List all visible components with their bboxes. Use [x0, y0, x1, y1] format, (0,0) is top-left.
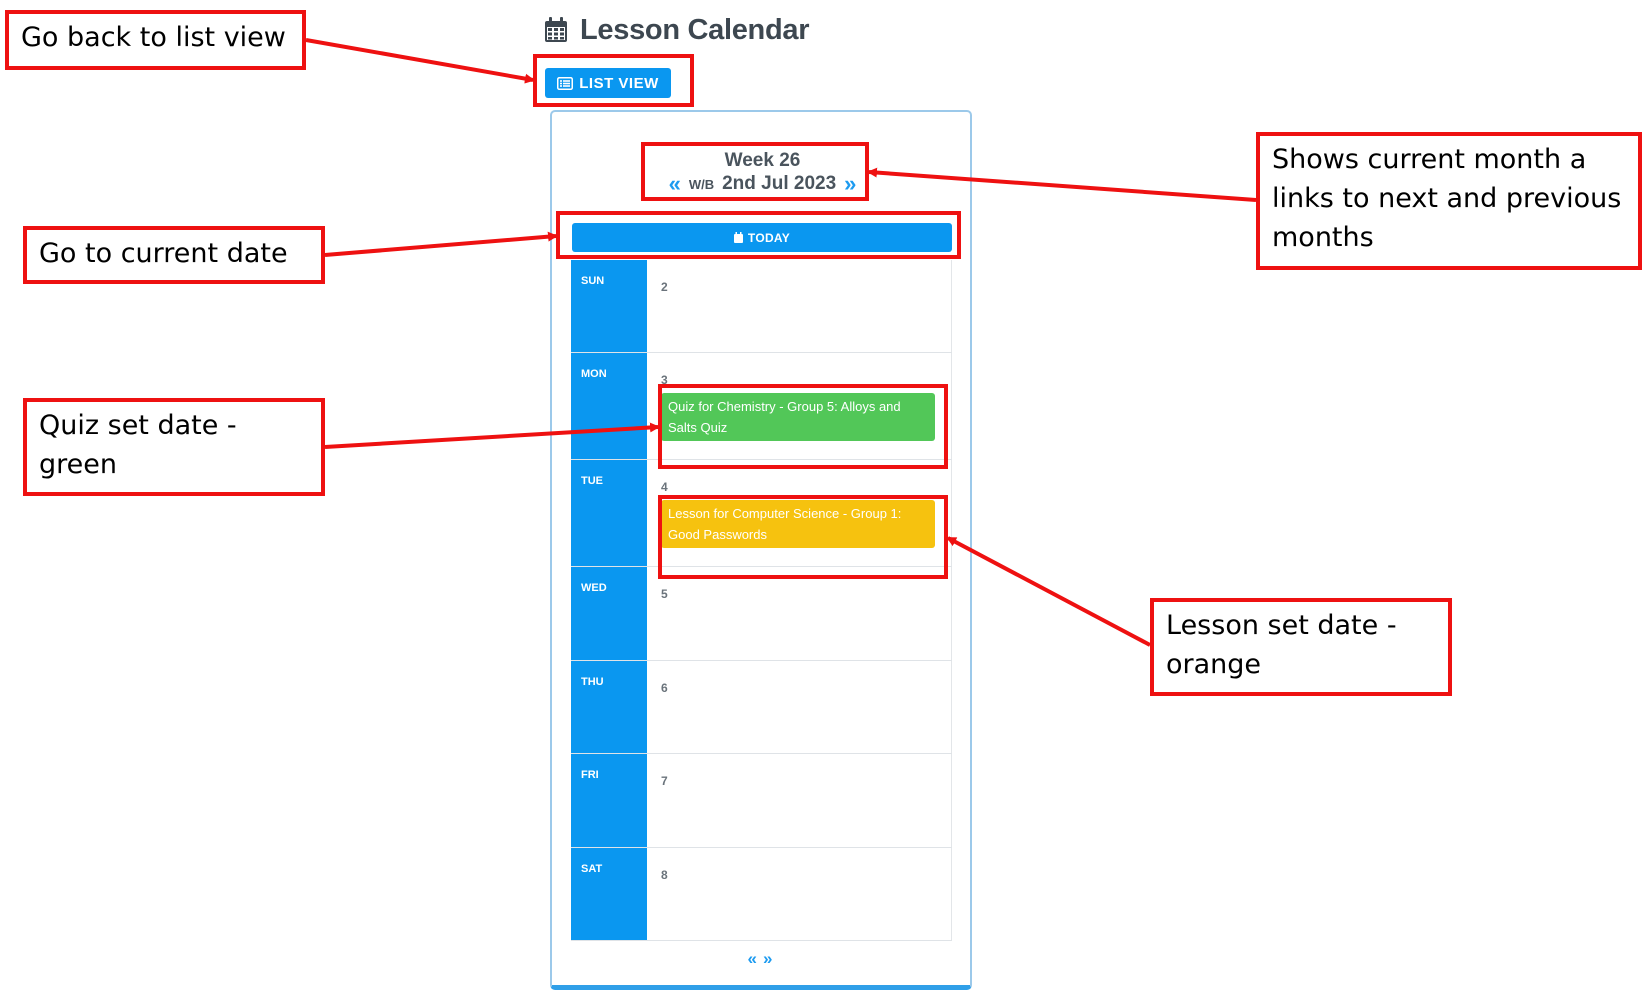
day-name: SAT	[571, 848, 647, 940]
day-name: THU	[571, 661, 647, 753]
week-label: Week 26	[724, 150, 801, 171]
day-number: 5	[661, 587, 668, 601]
lesson-highlight-box	[658, 495, 948, 579]
calendar-icon	[733, 232, 743, 243]
list-view-highlight-box	[533, 54, 694, 107]
callout-lesson: Lesson set date - orange	[1150, 598, 1452, 696]
list-view-label: LIST VIEW	[579, 74, 659, 92]
week-beginning-prefix: W/B	[688, 176, 715, 192]
callout-list-view: Go back to list view	[5, 10, 306, 70]
day-name: MON	[571, 353, 647, 459]
day-row-sat[interactable]: SAT 8	[571, 848, 952, 941]
previous-week-arrow-icon[interactable]: «	[668, 171, 681, 196]
arrow-to-today	[324, 231, 558, 257]
calendar-icon	[545, 17, 567, 42]
today-button[interactable]: TODAY	[572, 223, 952, 252]
day-name: FRI	[571, 754, 647, 847]
list-view-button[interactable]: LIST VIEW	[545, 68, 671, 98]
quiz-highlight-box	[658, 384, 948, 469]
day-row-mon[interactable]: MON 3 Quiz for Chemistry - Group 5: Allo…	[571, 353, 952, 460]
day-number: 4	[661, 480, 668, 494]
quiz-event[interactable]: Quiz for Chemistry - Group 5: Alloys and…	[661, 393, 935, 441]
lesson-event[interactable]: Lesson for Computer Science - Group 1: G…	[661, 500, 935, 548]
today-label: TODAY	[747, 230, 791, 245]
day-row-wed[interactable]: WED 5	[571, 567, 952, 661]
previous-week-arrow-icon[interactable]: «	[747, 949, 757, 968]
arrow-to-lesson	[946, 536, 1151, 647]
list-icon	[557, 76, 574, 90]
next-week-arrow-icon[interactable]: »	[763, 949, 773, 968]
arrow-to-list-view	[305, 38, 535, 84]
day-list: SUN 2 MON 3 Quiz for Chemistry - Group 5…	[571, 260, 952, 941]
day-cell[interactable]: 8	[647, 848, 952, 940]
day-row-thu[interactable]: THU 6	[571, 661, 952, 754]
day-name: TUE	[571, 460, 647, 566]
week-navigation: « W/B 2nd Jul 2023 »	[640, 172, 885, 196]
day-number: 2	[661, 280, 668, 294]
day-cell[interactable]: 7	[647, 754, 952, 847]
week-nav-highlight-box	[641, 142, 869, 201]
day-number: 8	[661, 868, 668, 882]
page-title: Lesson Calendar	[580, 13, 810, 46]
day-name: SUN	[571, 260, 647, 352]
next-week-arrow-icon[interactable]: »	[844, 171, 857, 196]
day-row-fri[interactable]: FRI 7	[571, 754, 952, 848]
callout-quiz: Quiz set date - green	[23, 398, 325, 496]
week-beginning-date: 2nd Jul 2023	[722, 173, 837, 194]
day-cell[interactable]: 2	[647, 260, 952, 352]
day-number: 3	[661, 373, 668, 387]
callout-today: Go to current date	[23, 226, 325, 284]
day-cell[interactable]: 5	[647, 567, 952, 660]
today-highlight-box	[556, 211, 961, 259]
day-number: 7	[661, 774, 668, 788]
day-cell[interactable]: 3 Quiz for Chemistry - Group 5: Alloys a…	[647, 353, 952, 459]
callout-months: Shows current month a links to next and …	[1256, 132, 1642, 270]
day-row-sun[interactable]: SUN 2	[571, 260, 952, 353]
page-header: Lesson Calendar	[544, 12, 809, 48]
day-row-tue[interactable]: TUE 4 Lesson for Computer Science - Grou…	[571, 460, 952, 567]
day-cell[interactable]: 6	[647, 661, 952, 753]
day-cell[interactable]: 4 Lesson for Computer Science - Group 1:…	[647, 460, 952, 566]
day-name: WED	[571, 567, 647, 660]
bottom-week-navigation: « »	[740, 948, 780, 970]
day-number: 6	[661, 681, 668, 695]
